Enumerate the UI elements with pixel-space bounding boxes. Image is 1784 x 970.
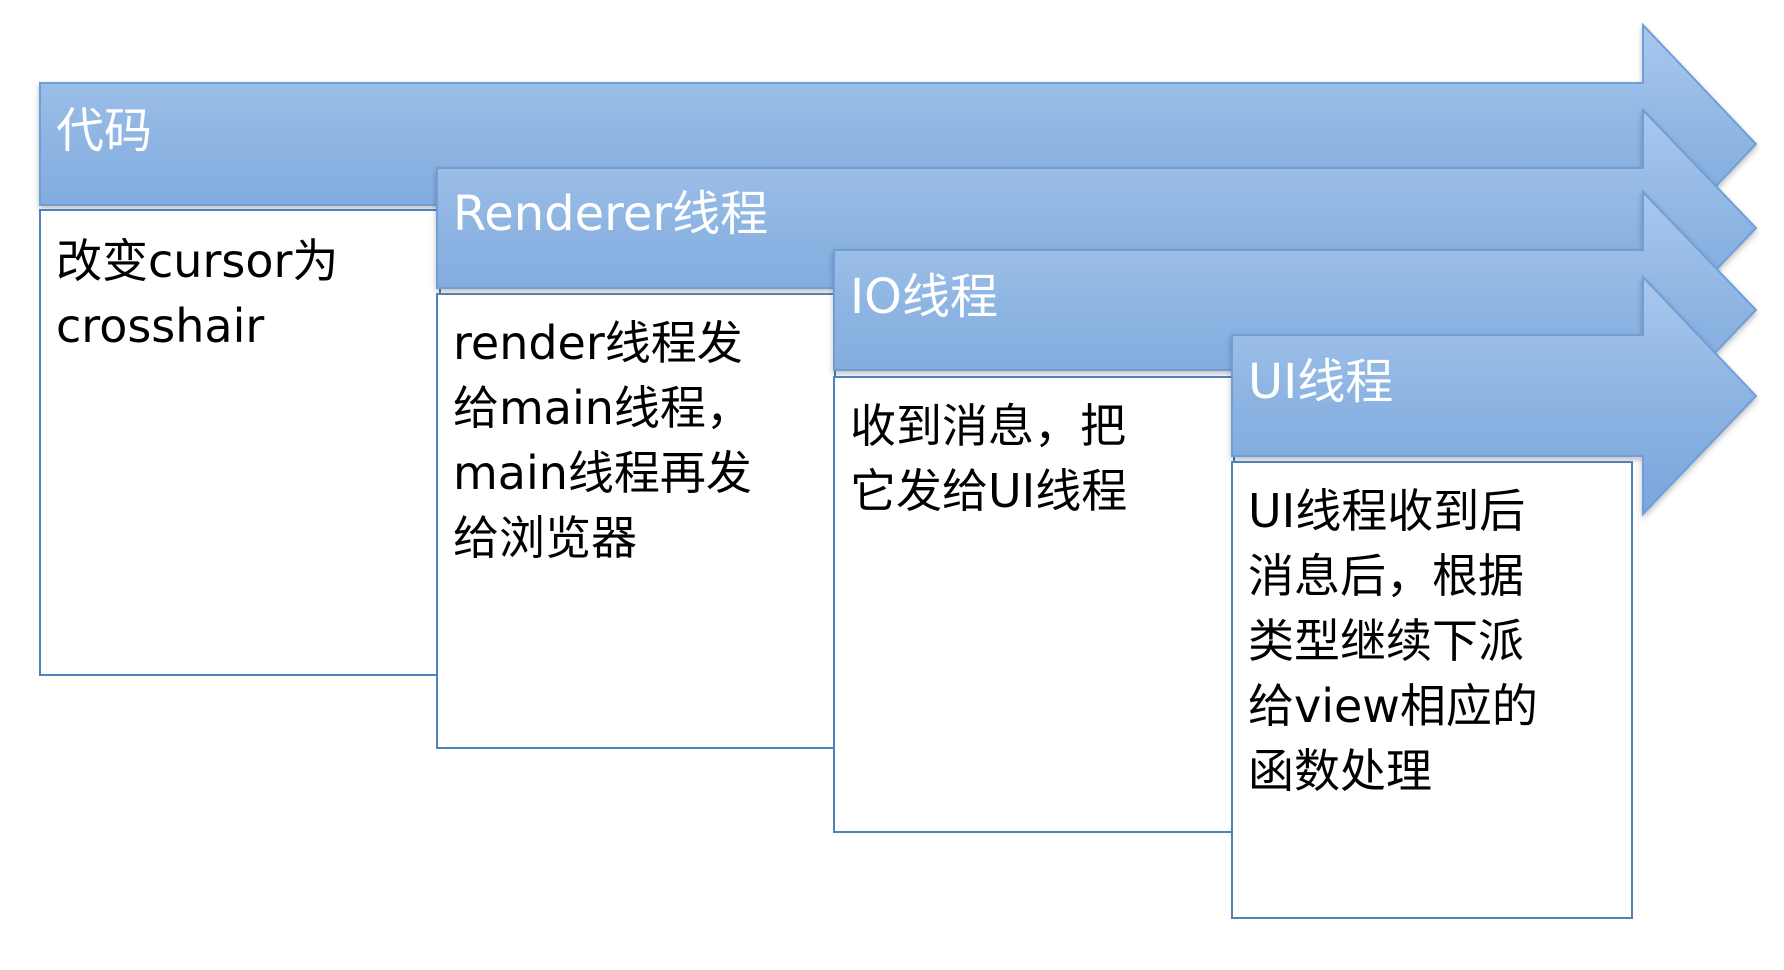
description-box-code [39, 209, 441, 676]
band-label-code: 代码 [56, 103, 152, 159]
band-label-renderer: Renderer线程 [453, 186, 768, 242]
description-line-renderer-3: main线程再发 [453, 446, 752, 500]
band-label-io: IO线程 [850, 269, 998, 325]
description-box-io [833, 376, 1235, 833]
description-line-ui-1: UI线程收到后 [1248, 484, 1525, 538]
description-line-ui-5: 函数处理 [1248, 744, 1432, 798]
arrow-band-ui [1231, 274, 1758, 517]
description-line-renderer-1: render线程发 [453, 316, 743, 370]
description-box-ui [1231, 461, 1633, 919]
band-label-ui: UI线程 [1248, 354, 1393, 410]
description-box-renderer [436, 293, 836, 749]
stage-ui: UI线程 UI线程收到后 消息后，根据 类型继续下派 给view相应的 函数处理 [1231, 274, 1758, 919]
description-line-ui-2: 消息后，根据 [1248, 549, 1524, 603]
description-line-code-1: 改变cursor为 [56, 234, 338, 288]
description-line-ui-3: 类型继续下派 [1248, 614, 1524, 668]
description-line-io-1: 收到消息，把 [850, 399, 1126, 453]
description-line-code-2: crosshair [56, 299, 264, 353]
description-line-renderer-4: 给浏览器 [453, 511, 637, 565]
description-line-renderer-2: 给main线程， [453, 381, 752, 435]
description-line-ui-4: 给view相应的 [1248, 679, 1538, 733]
description-line-io-2: 它发给UI线程 [850, 464, 1127, 518]
